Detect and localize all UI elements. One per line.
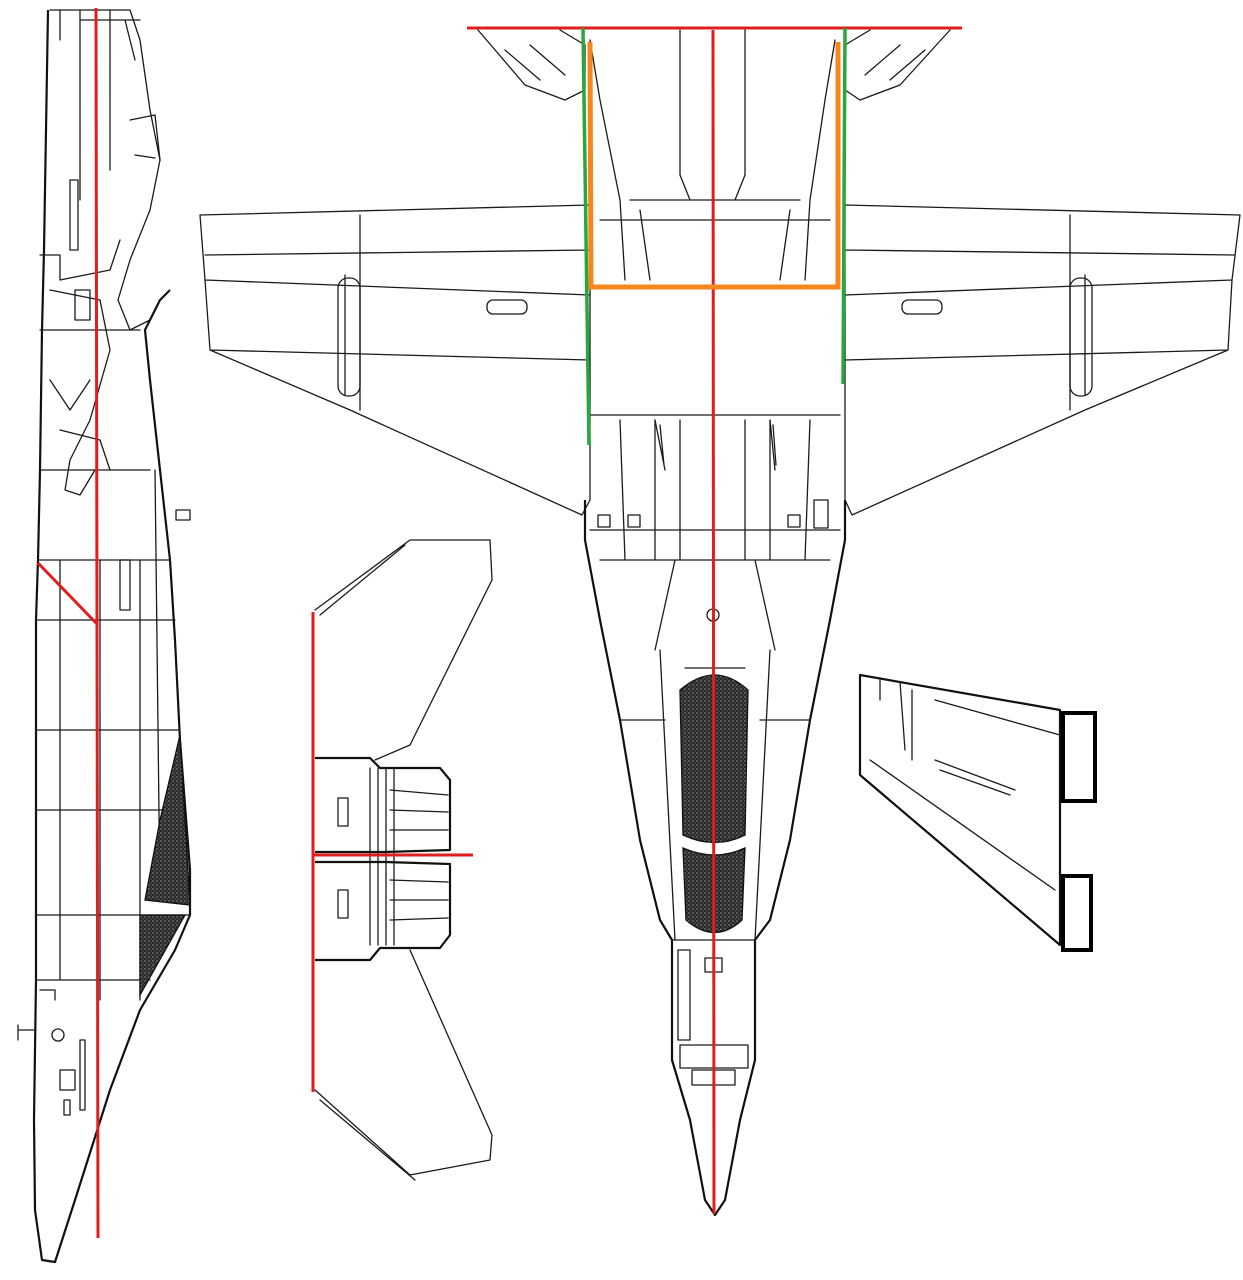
top-right-stabilator bbox=[844, 29, 951, 101]
nozzle-lower bbox=[315, 860, 452, 962]
side-fuselage-outline bbox=[32, 9, 192, 1264]
top-left-gear-door bbox=[597, 514, 611, 528]
fin-lower-block bbox=[1061, 874, 1093, 952]
side-canopy-rear bbox=[139, 914, 187, 998]
nozzle-lower-port bbox=[337, 889, 349, 919]
engine-nozzle-detail bbox=[311, 539, 493, 1181]
nozzle-lower-fairing bbox=[314, 949, 493, 1181]
top-red-centerline bbox=[711, 29, 716, 1215]
top-fuselage-outline bbox=[583, 500, 847, 1217]
top-view bbox=[199, 26, 1241, 1217]
side-diagonal-mark bbox=[36, 561, 100, 627]
top-fuselage-panels bbox=[589, 414, 841, 941]
nozzle-upper-port bbox=[337, 797, 349, 827]
top-green-right-line bbox=[841, 27, 847, 385]
nozzle-upper-fairing bbox=[314, 539, 493, 761]
top-right-wing-fence bbox=[901, 299, 943, 315]
side-rudder bbox=[129, 114, 161, 161]
top-right-wing bbox=[844, 204, 1241, 516]
side-canopy-front bbox=[144, 734, 191, 906]
top-left-wing-fence bbox=[486, 299, 528, 315]
top-left-pylon bbox=[337, 277, 361, 397]
nozzle-upper bbox=[315, 756, 452, 854]
side-vertical-tail bbox=[49, 9, 161, 331]
side-stores bbox=[69, 179, 191, 611]
fin-upper-block bbox=[1061, 711, 1097, 803]
top-right-pylon bbox=[1069, 277, 1093, 397]
fin-outline bbox=[858, 673, 1062, 947]
fin-details bbox=[869, 679, 1061, 891]
top-gear-struts bbox=[654, 419, 777, 471]
top-orange-bracket bbox=[587, 41, 841, 290]
top-right-vent bbox=[813, 499, 829, 529]
tail-fin-detail bbox=[858, 673, 1097, 952]
side-nose-details bbox=[17, 989, 86, 1116]
top-left-gear-door-2 bbox=[627, 514, 641, 528]
top-engine-section bbox=[589, 29, 836, 281]
top-nose-details bbox=[677, 949, 749, 1086]
top-green-left-line bbox=[581, 27, 591, 446]
top-left-stabilator bbox=[477, 29, 586, 101]
side-view bbox=[17, 7, 192, 1264]
side-wing-root bbox=[39, 239, 121, 496]
top-right-gear-door bbox=[787, 514, 801, 528]
side-tail-ribs bbox=[59, 9, 141, 201]
side-nose-port bbox=[51, 1028, 65, 1042]
top-left-wing bbox=[199, 204, 591, 516]
